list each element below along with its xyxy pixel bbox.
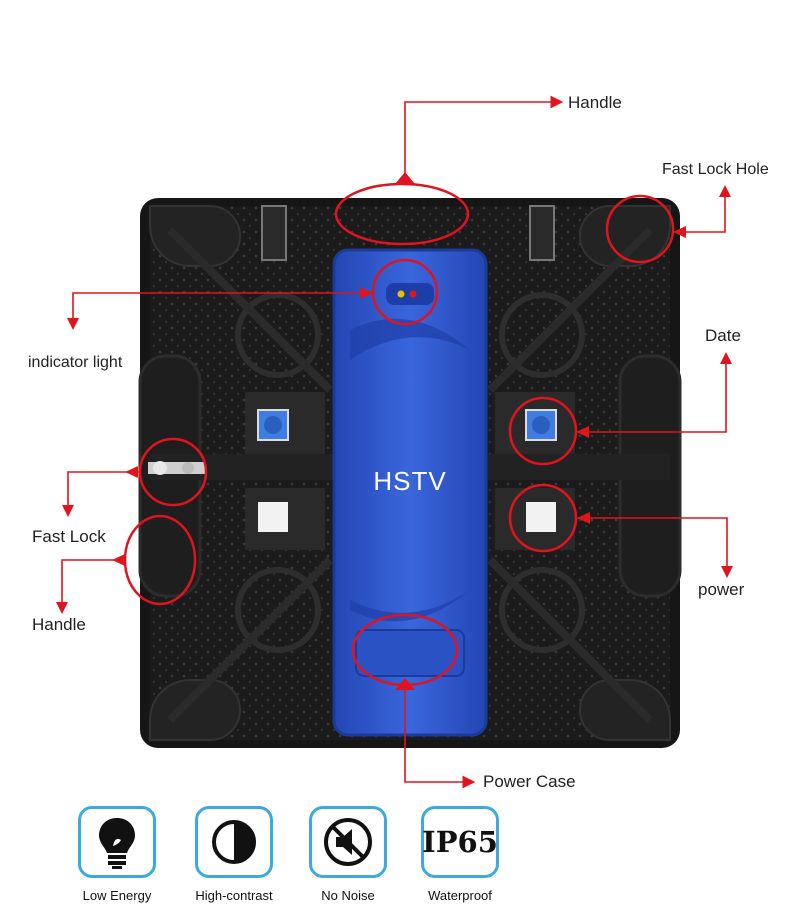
power-case: HSTV xyxy=(332,248,488,737)
feature-label: High-contrast xyxy=(195,888,273,903)
circle-indicator-light xyxy=(371,258,439,326)
label-handle-top: Handle xyxy=(568,93,622,112)
ip65-icon: IP65 xyxy=(421,806,499,878)
feature-low-energy: Low Energy xyxy=(57,806,177,903)
brand-logo: HSTV xyxy=(373,466,446,496)
feature-high-contrast: High-contrast xyxy=(174,806,294,903)
mute-speaker-icon xyxy=(309,806,387,878)
label-fast-lock: Fast Lock xyxy=(32,527,106,546)
feature-label: Waterproof xyxy=(428,888,492,903)
contrast-icon xyxy=(195,806,273,878)
circle-date xyxy=(508,396,578,466)
ip65-badge: IP65 xyxy=(422,825,498,859)
data-connector-left xyxy=(245,392,325,454)
circle-fast-lock-hole xyxy=(605,194,675,264)
callout-arrowheads xyxy=(56,172,733,690)
feature-waterproof: IP65 Waterproof xyxy=(400,806,520,903)
feature-label: Low Energy xyxy=(82,888,152,903)
fast-lock-mechanism xyxy=(148,461,206,475)
label-fast-lock-hole: Fast Lock Hole xyxy=(662,161,769,178)
label-power-case: Power Case xyxy=(483,772,576,791)
label-handle-left: Handle xyxy=(32,615,86,634)
light-bulb-icon xyxy=(78,806,156,878)
label-date: Date xyxy=(705,326,741,345)
power-connector-left xyxy=(245,488,325,550)
circle-power xyxy=(508,483,578,553)
callout-leaders xyxy=(61,95,728,789)
feature-no-noise: No Noise xyxy=(288,806,408,903)
power-connector-right xyxy=(495,488,575,550)
data-connector-right xyxy=(495,392,575,454)
label-power: power xyxy=(698,580,745,599)
label-indicator-light: indicator light xyxy=(28,354,123,371)
feature-label: No Noise xyxy=(321,888,375,903)
